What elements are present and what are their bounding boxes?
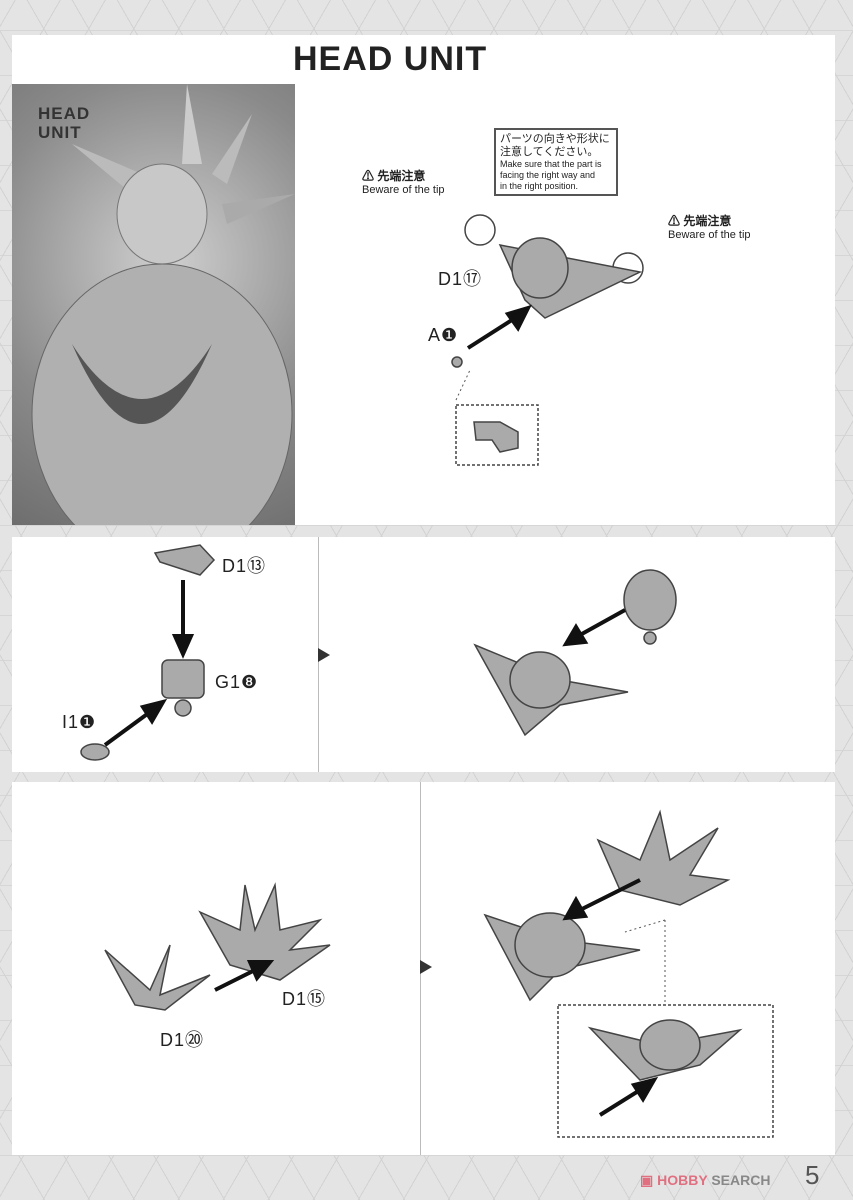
part-label-d1-20: D1⑳ [160, 1030, 205, 1050]
page-title: HEAD UNIT [283, 35, 523, 79]
part-label-d1-17: D1⑰ [438, 269, 483, 289]
part-label-d1-13: D1⑬ [222, 556, 267, 576]
part-label-a1: A❶ [428, 325, 459, 345]
part-label-g1-8: G1❽ [215, 672, 259, 692]
watermark: ▣ HOBBY SEARCH [640, 1172, 771, 1188]
orientation-note-box: パーツの向きや形状に注意してください。 Make sure that the p… [494, 128, 618, 196]
part-label-d1-15: D1⑮ [282, 989, 327, 1009]
robot-head-illustration [31, 84, 295, 525]
page-number: 5 [805, 1160, 820, 1190]
head-unit-photo [12, 84, 295, 525]
step2-panel [12, 537, 835, 772]
part-label-i1-1: I1❶ [62, 712, 97, 732]
